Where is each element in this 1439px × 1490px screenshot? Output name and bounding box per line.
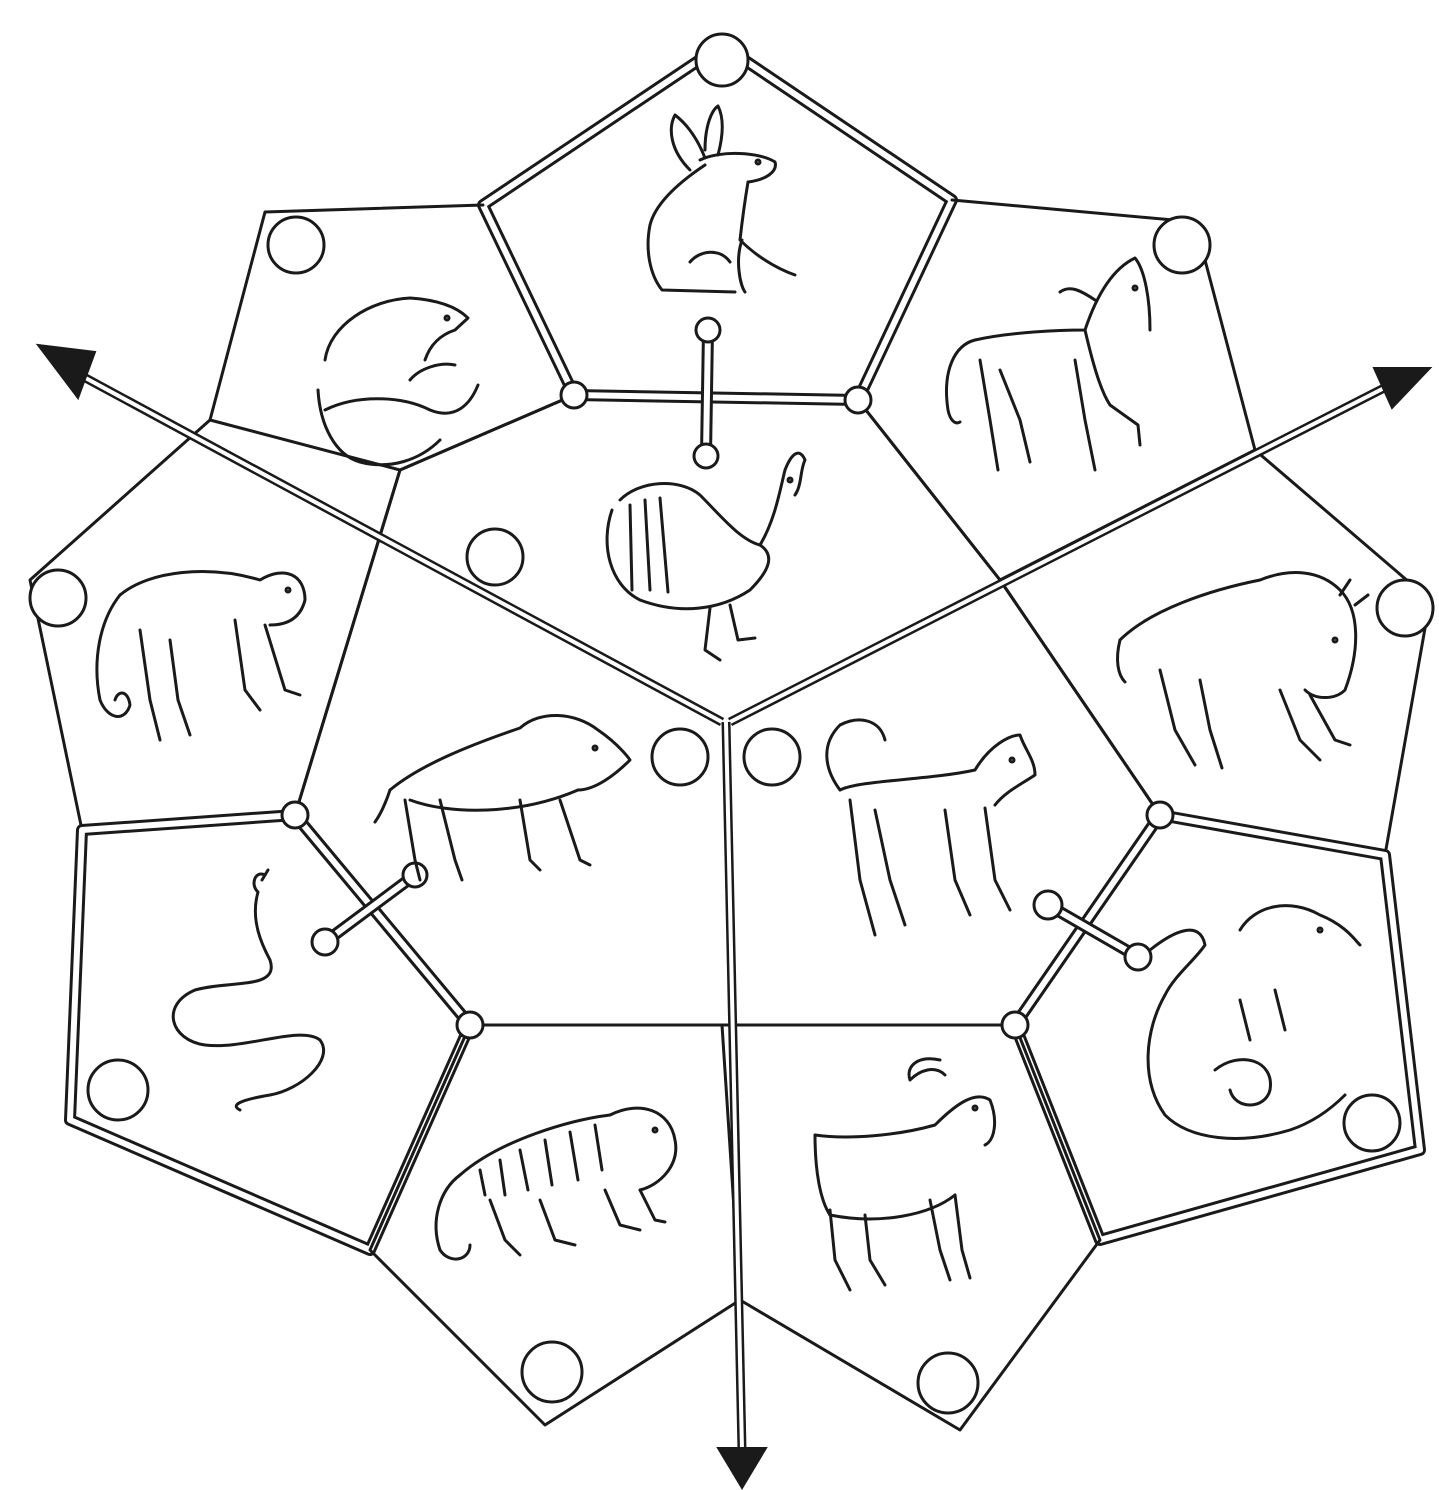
- monkey-icon: [97, 572, 305, 740]
- slot[interactable]: [88, 1060, 148, 1120]
- rat-icon: [318, 298, 478, 465]
- node[interactable]: [1147, 802, 1173, 828]
- slot[interactable]: [1377, 580, 1433, 636]
- slot[interactable]: [467, 529, 523, 585]
- horse-icon: [947, 258, 1150, 470]
- slot[interactable]: [30, 570, 86, 626]
- node[interactable]: [282, 802, 308, 828]
- arrow-icon: [1374, 368, 1430, 408]
- slot[interactable]: [1344, 1095, 1400, 1151]
- node[interactable]: [561, 382, 587, 408]
- ox-icon: [1118, 573, 1368, 768]
- node[interactable]: [457, 1012, 483, 1038]
- snake-icon: [173, 870, 323, 1110]
- rabbit-icon: [648, 106, 795, 292]
- node[interactable]: [694, 444, 718, 468]
- node[interactable]: [1034, 891, 1062, 919]
- rooster-icon: [607, 453, 805, 660]
- tiger-icon: [436, 1108, 676, 1259]
- boar-icon: [375, 715, 630, 880]
- goat-icon: [815, 1059, 995, 1290]
- node[interactable]: [1002, 1012, 1028, 1038]
- node[interactable]: [845, 387, 871, 413]
- slot[interactable]: [268, 217, 324, 273]
- slot[interactable]: [918, 1353, 978, 1413]
- slot[interactable]: [652, 729, 708, 785]
- node[interactable]: [1125, 944, 1151, 970]
- arrow-icon: [718, 1448, 766, 1488]
- node[interactable]: [696, 318, 720, 342]
- node[interactable]: [403, 863, 427, 887]
- arrow-icon: [38, 345, 95, 398]
- slot[interactable]: [744, 729, 800, 785]
- slot[interactable]: [522, 1342, 582, 1402]
- node[interactable]: [312, 929, 338, 955]
- dog-icon: [827, 720, 1035, 935]
- slot[interactable]: [696, 34, 748, 86]
- slot[interactable]: [1154, 217, 1210, 273]
- dragon-icon: [1148, 906, 1360, 1139]
- arrows: [38, 345, 1430, 1488]
